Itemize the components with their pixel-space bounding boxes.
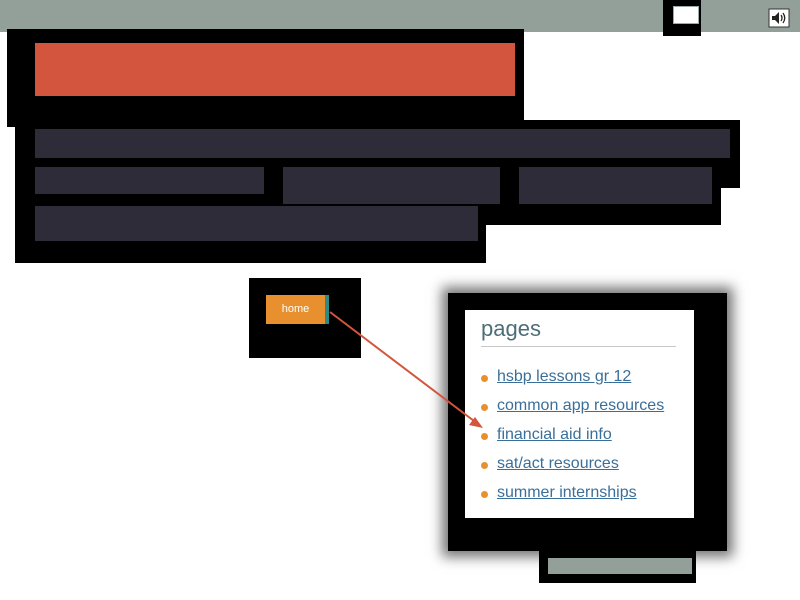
page-link-summer-internships[interactable]: summer internships: [497, 483, 637, 501]
nav-bar-item-3[interactable]: [519, 167, 712, 204]
pages-list: hsbp lessons gr 12 common app resources …: [481, 362, 664, 507]
nav-bar-item-2[interactable]: [283, 167, 500, 204]
page-link-sat-act[interactable]: sat/act resources: [497, 454, 619, 472]
nav-bar-row-3[interactable]: [35, 206, 478, 241]
page-link-common-app[interactable]: common app resources: [497, 396, 665, 414]
home-button[interactable]: home: [266, 295, 329, 324]
toolbar-box-button-face: [673, 6, 699, 24]
page-link-financial-aid[interactable]: financial aid info: [497, 425, 612, 443]
bullet-dot-icon: [481, 433, 488, 440]
toolbar-box-button[interactable]: [663, 0, 701, 36]
footer-bar: [548, 558, 692, 574]
bullet-dot-icon: [481, 375, 488, 382]
list-item: common app resources: [481, 391, 664, 420]
nav-bar-row-1[interactable]: [35, 129, 730, 158]
list-item: sat/act resources: [481, 449, 664, 478]
list-item: summer internships: [481, 478, 664, 507]
bullet-dot-icon: [481, 462, 488, 469]
pages-heading: pages: [481, 316, 676, 347]
pages-panel: pages hsbp lessons gr 12 common app reso…: [465, 310, 694, 518]
nav-bar-item-1[interactable]: [35, 167, 264, 194]
list-item: hsbp lessons gr 12: [481, 362, 664, 391]
bullet-dot-icon: [481, 491, 488, 498]
page-link-hsbp-lessons[interactable]: hsbp lessons gr 12: [497, 367, 632, 385]
bullet-dot-icon: [481, 404, 488, 411]
site-title-banner: [35, 43, 515, 96]
list-item: financial aid info: [481, 420, 664, 449]
speaker-icon[interactable]: [768, 8, 790, 28]
